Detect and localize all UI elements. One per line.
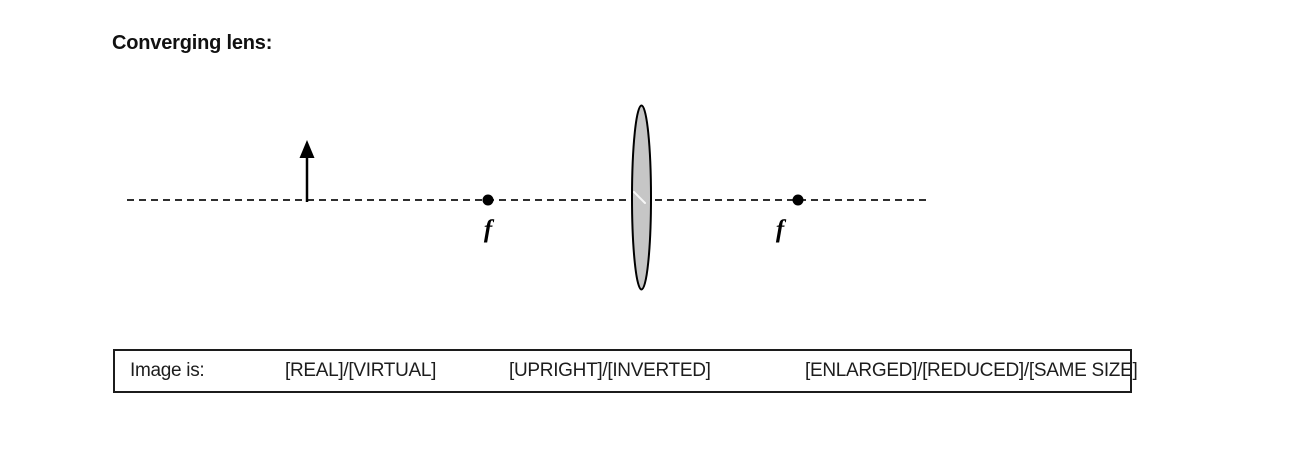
page-title: Converging lens:: [112, 32, 273, 54]
answer-box-prompt: Image is:: [130, 360, 205, 381]
object-arrow-head-icon: [299, 140, 315, 158]
option-enlarged-reduced-samesize: [ENLARGED]/[REDUCED]/[SAME SIZE]: [805, 360, 1138, 381]
focal-label-left: f: [484, 216, 495, 243]
image-properties-box: Image is: [REAL]/[VIRTUAL] [UPRIGHT]/[IN…: [113, 349, 1138, 393]
converging-lens-shape: [631, 104, 652, 291]
focal-point-left-dot: [482, 194, 494, 206]
lens-diagram: f f: [127, 104, 930, 291]
option-upright-inverted: [UPRIGHT]/[INVERTED]: [509, 360, 711, 381]
option-real-virtual: [REAL]/[VIRTUAL]: [285, 360, 437, 381]
lens-highlight: [633, 191, 646, 204]
focal-label-right: f: [776, 216, 787, 243]
focal-point-right-dot: [792, 194, 804, 206]
